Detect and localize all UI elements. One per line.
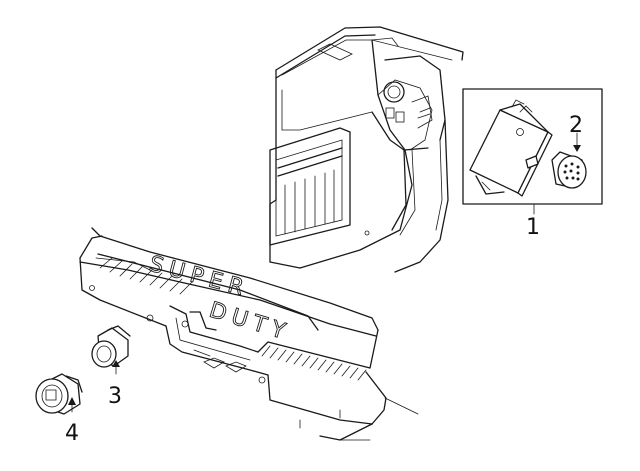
bumper-emboss-word1: SUPER [146,252,252,303]
detail-box [462,88,603,215]
connector-plug [551,151,587,189]
bezel-part-4 [35,373,83,415]
rear-bumper: SUPER DUTY [79,227,419,441]
truck-rear-corner [269,26,464,273]
callout-1: 1 [526,215,540,240]
callout-3: 3 [108,384,122,409]
trailer-module [469,99,553,197]
callout-2: 2 [569,113,583,138]
socket-part-3 [91,325,131,375]
callout-4: 4 [65,421,79,446]
